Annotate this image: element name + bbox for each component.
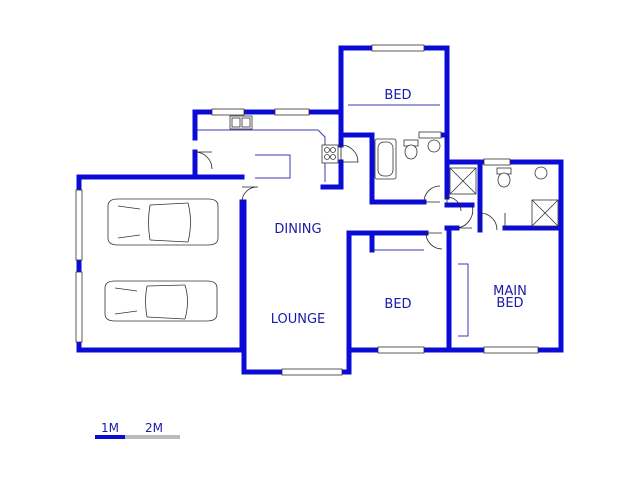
- window-main-bed: [483, 346, 539, 354]
- bathroom-fixtures: [374, 138, 559, 227]
- window-ensuite: [483, 158, 511, 166]
- doors: [194, 144, 506, 250]
- room-label-main-bed-line2: BED: [496, 296, 523, 311]
- room-label-bed-bottom: BED: [384, 297, 411, 312]
- scale-label-2m: 2M: [145, 421, 163, 435]
- window-kitchen-1: [211, 108, 245, 116]
- basin-ensuite: [534, 166, 548, 180]
- car-upper: [107, 198, 219, 246]
- window-lounge: [281, 368, 343, 376]
- window-garage-lower: [75, 271, 83, 343]
- window-bed-bottom: [377, 346, 425, 354]
- scale-bar: 1M 2M: [95, 421, 180, 439]
- scale-label-1m: 1M: [101, 421, 119, 435]
- window-garage-upper: [75, 189, 83, 261]
- scale-segment-2: [125, 435, 180, 439]
- window-kitchen-2: [274, 108, 310, 116]
- room-label-main-bed-line1: MAIN: [493, 284, 527, 299]
- windows: [75, 44, 539, 376]
- window-bed-top: [371, 44, 425, 52]
- room-label-bed-top: BED: [384, 88, 411, 103]
- car-lower: [104, 280, 218, 322]
- scale-segment-1: [95, 435, 125, 439]
- toilet-ensuite-bowl: [497, 172, 511, 188]
- kitchen-fixtures: [229, 115, 339, 164]
- room-label-lounge: LOUNGE: [271, 312, 326, 327]
- room-label-dining: DINING: [274, 222, 321, 237]
- basin: [427, 139, 441, 153]
- interior-outlines: [197, 104, 469, 337]
- stove: [321, 144, 339, 164]
- window-bathroom: [418, 131, 442, 139]
- toilet-bowl: [404, 144, 418, 160]
